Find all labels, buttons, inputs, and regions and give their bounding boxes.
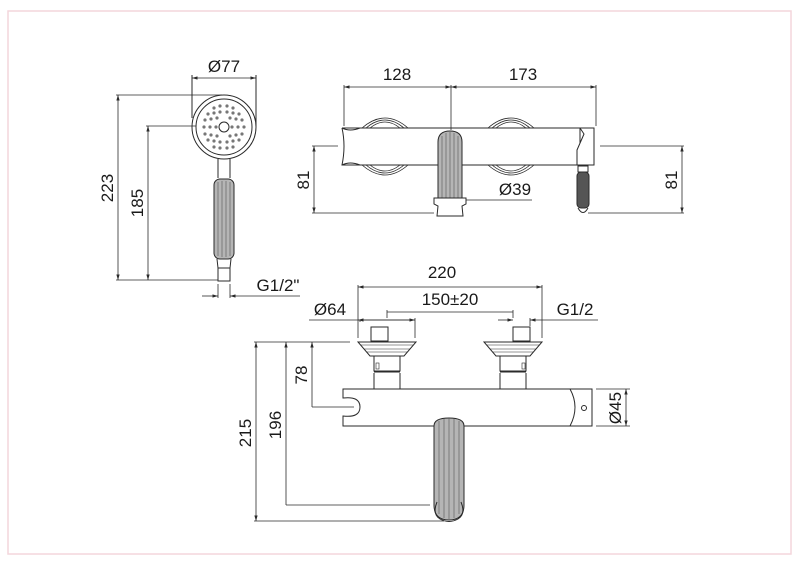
drawing-frame	[7, 10, 792, 555]
dim-wall-to-spout-end: 215	[236, 419, 255, 447]
dim-inlet-thread: G1/2	[557, 300, 594, 319]
mixer-front-view	[254, 285, 630, 522]
dim-hand-shower-height: 223	[98, 174, 117, 202]
hand-shower-view	[116, 75, 300, 298]
dim-left-depth: 81	[294, 171, 313, 190]
dim-hand-shower-center: 185	[128, 189, 147, 217]
spray-holes-pattern	[202, 104, 246, 150]
dim-spout-diameter: Ø39	[499, 180, 531, 199]
dim-escutcheon-diameter: Ø64	[314, 300, 346, 319]
dim-head-diameter: Ø77	[208, 57, 240, 76]
mixer-top-view	[312, 85, 684, 217]
dim-overall-width: 220	[428, 263, 456, 282]
dim-hand-shower-thread: G1/2"	[257, 276, 300, 295]
dim-wall-to-hook: 78	[292, 366, 311, 385]
dim-right-depth: 81	[662, 171, 681, 190]
dim-left-offset: 128	[383, 65, 411, 84]
dim-body-diameter: Ø45	[606, 392, 625, 424]
dim-centers: 150±20	[422, 290, 479, 309]
dim-wall-to-spout-center: 196	[266, 411, 285, 439]
dim-right-offset: 173	[509, 65, 537, 84]
